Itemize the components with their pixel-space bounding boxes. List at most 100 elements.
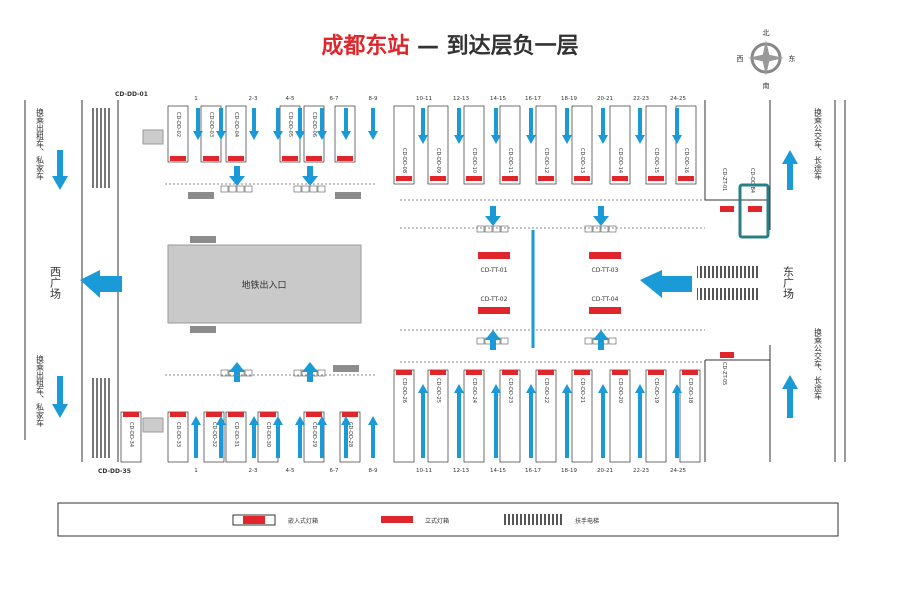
lightbox-code: CD-DD-33: [175, 422, 181, 447]
arrow-up-icon: [302, 362, 318, 382]
arrow-down-icon: [216, 108, 226, 140]
platform-number: 4-5: [286, 96, 295, 102]
right-code: CD-DD-B4: [749, 168, 755, 193]
highlight-box[interactable]: [738, 183, 770, 239]
arrow-down-icon: [229, 166, 245, 186]
platform-number: 12-13: [453, 96, 469, 102]
title-station: 成都东站: [321, 34, 410, 59]
platform-number: 16-17: [525, 468, 541, 474]
arrow-up-icon: [562, 384, 572, 458]
arrow-down-icon: [672, 108, 682, 144]
tt-code: CD-TT-03: [592, 267, 619, 274]
lightbox-code: CD-DD-18: [687, 378, 693, 403]
platform-number: 12-13: [453, 468, 469, 474]
arrow-up-icon: [635, 384, 645, 458]
east-plaza-label: 东广场: [782, 266, 795, 300]
dotted-guides: [165, 183, 705, 376]
arrow-down-icon: [418, 108, 428, 144]
lightbox-code: CD-DD-32: [211, 422, 217, 447]
arrow-down-icon: [368, 108, 378, 140]
platform-number: 6-7: [330, 468, 339, 474]
lightbox-code: CD-DD-11: [507, 148, 513, 173]
lightbox-code: CD-DD-14: [617, 148, 623, 173]
platform-number: 2-3: [249, 468, 258, 474]
side-label-left-bottom: 换乘出租车、私家车: [36, 354, 45, 428]
lightbox-code: CD-DD-15: [653, 148, 659, 173]
arrow-down-icon: [193, 108, 203, 140]
platform-number: 14-15: [490, 468, 506, 474]
lightbox-code: CD-DD-12: [543, 148, 549, 173]
lightbox-code: CD-DD-03: [208, 112, 214, 137]
platform-number: 24-25: [670, 468, 686, 474]
side-label-right-top: 换乘公交车、长途车: [814, 107, 823, 181]
arrow-down-icon: [52, 376, 68, 418]
lightbox-code: CD-DD-21: [579, 378, 585, 403]
legend-box: [57, 502, 839, 537]
arrow-down-icon: [562, 108, 572, 144]
platform-number: 16-17: [525, 96, 541, 102]
page-title: 成都东站 — 到达层负一层: [0, 28, 900, 60]
arrow-up-icon: [249, 416, 259, 458]
lightbox-code: CD-DD-02: [175, 112, 181, 137]
arrow-west-icon: [80, 270, 122, 298]
platform-number: 6-7: [330, 96, 339, 102]
arrow-up-icon: [485, 330, 501, 350]
arrow-up-icon: [526, 384, 536, 458]
arrow-down-icon: [526, 108, 536, 144]
lightbox-code: CD-DD-26: [401, 378, 407, 403]
platform-number: 4-5: [286, 468, 295, 474]
platform-number: 20-21: [597, 468, 613, 474]
legend: 嵌入式灯箱 立式灯箱 扶手电梯: [232, 514, 599, 526]
lightbox-code: CD-DD-08: [401, 148, 407, 173]
red-lightbox: [748, 206, 762, 212]
platform-number: 8-9: [369, 96, 378, 102]
right-code: CD-ZT-05: [721, 362, 727, 385]
arrow-up-icon: [229, 362, 245, 382]
gray-block: [142, 129, 164, 145]
side-label-right-bottom: 换乘公交车、长途车: [814, 327, 823, 401]
lightbox-code: CD-DD-34: [128, 422, 134, 447]
title-floor: — 到达层负一层: [409, 34, 579, 59]
arrow-up-icon: [491, 384, 501, 458]
platform-number: 1: [194, 468, 198, 474]
gray-block: [190, 236, 216, 243]
gray-block: [190, 326, 216, 333]
compass-south: 南: [763, 81, 770, 90]
red-lightbox: [720, 352, 734, 358]
gray-block: [335, 192, 361, 199]
corner-code-bottom: CD-DD-35: [98, 468, 131, 475]
lightbox-code: CD-DD-22: [543, 378, 549, 403]
platform-number: 18-19: [561, 468, 577, 474]
metro-entrance-label: 地铁出入口: [241, 279, 286, 291]
compass-north: 北: [763, 29, 770, 37]
gray-block: [142, 417, 164, 433]
arrow-up-icon: [341, 416, 351, 458]
metro-entrance-area: [167, 244, 362, 324]
arrow-up-icon: [317, 416, 327, 458]
arrow-down-icon: [273, 108, 283, 140]
arrow-up-icon: [593, 330, 609, 350]
gray-block: [188, 192, 214, 199]
lightbox-code: CD-DD-19: [653, 378, 659, 403]
platform-number: 10-11: [416, 468, 432, 474]
lightbox-code: CD-DD-06: [311, 112, 317, 137]
tt-code: CD-TT-01: [481, 267, 508, 274]
lightbox-code: CD-DD-31: [233, 422, 239, 447]
arrow-down-icon: [491, 108, 501, 144]
arrow-up-icon: [273, 416, 283, 458]
escalators: [91, 108, 759, 458]
arrow-down-icon: [52, 150, 68, 190]
arrow-down-icon: [317, 108, 327, 140]
direction-arrows: [52, 150, 798, 418]
arrow-up-icon: [782, 150, 798, 190]
tt-code: CD-TT-04: [592, 296, 619, 303]
arrow-down-icon: [295, 108, 305, 140]
lightbox-code: CD-DD-05: [287, 112, 293, 137]
arrow-down-icon: [249, 108, 259, 140]
arrow-up-icon: [598, 384, 608, 458]
lightbox-code: CD-DD-04: [233, 112, 239, 137]
arrow-up-icon: [191, 416, 201, 458]
